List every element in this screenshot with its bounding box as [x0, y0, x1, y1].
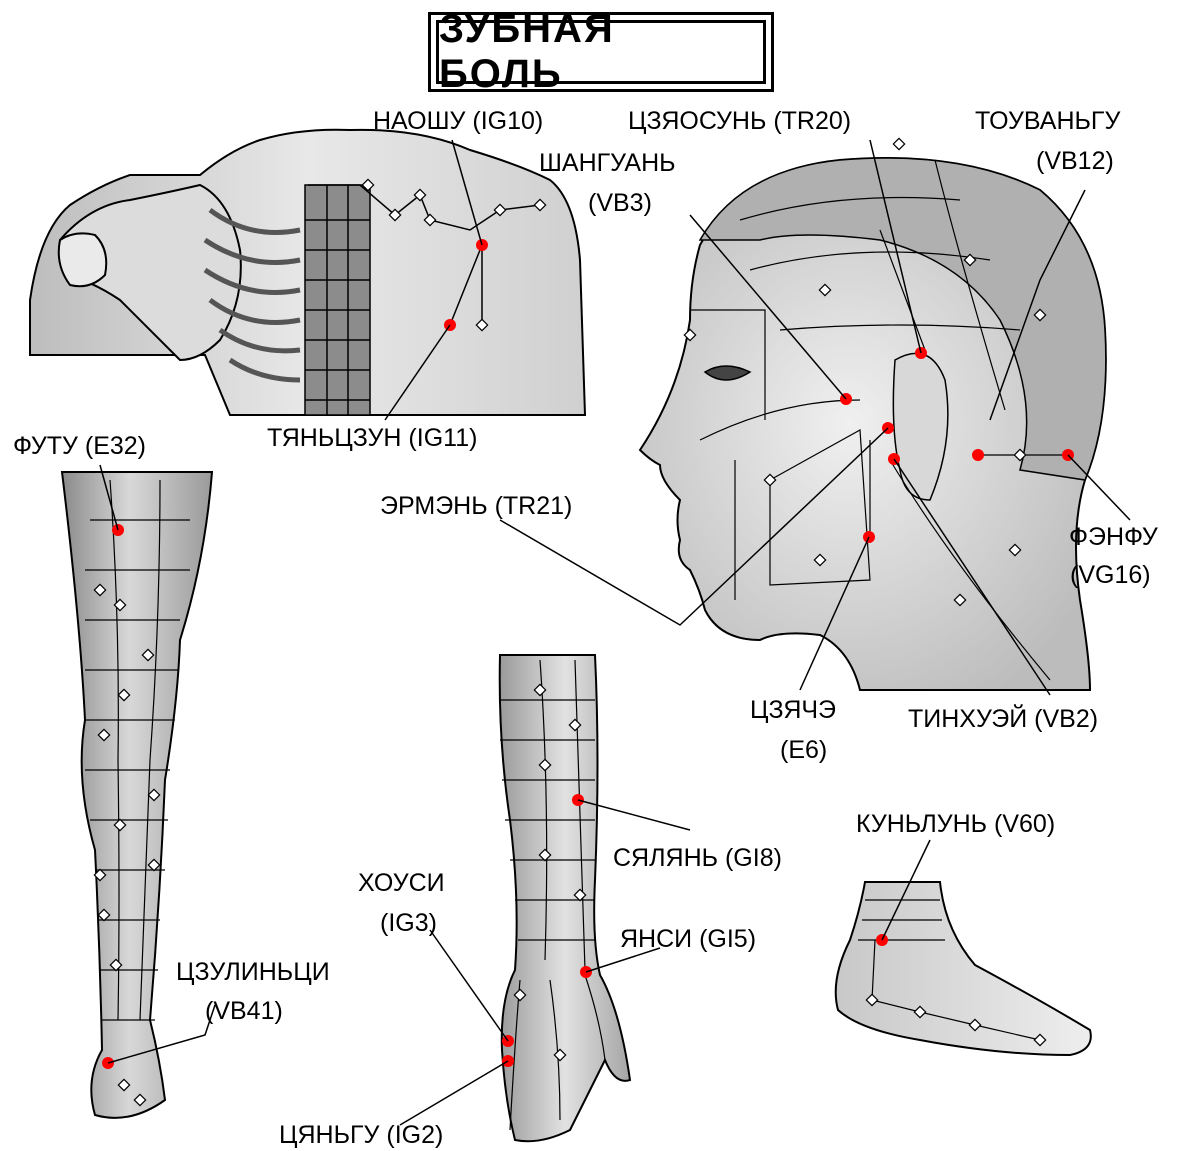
label-tsyangu: ЦЯНЬГУ (IG2)	[279, 1120, 443, 1150]
head-figure	[640, 138, 1106, 690]
label-shanguan-code: (VB3)	[588, 188, 652, 218]
label-fenfu-code: (VG16)	[1070, 560, 1151, 590]
spine-grid	[305, 185, 370, 415]
label-tszulintsi-code: (VB41)	[205, 996, 283, 1026]
tsyangu-leader	[400, 1061, 508, 1125]
title-inner-frame: ЗУБНАЯ БОЛЬ	[436, 20, 766, 84]
label-kunlun: КУНЬЛУНЬ (V60)	[856, 809, 1055, 839]
title-box: ЗУБНАЯ БОЛЬ	[428, 12, 774, 92]
housi-leader	[430, 930, 508, 1041]
touvangu-point	[972, 449, 984, 461]
label-shanguan: ШАНГУАНЬ	[539, 148, 676, 178]
label-fenfu: ФЭНФУ	[1069, 522, 1158, 552]
label-tszyache: ЦЗЯЧЭ	[750, 695, 836, 725]
leg-figure	[62, 472, 212, 1118]
label-futu: ФУТУ (E32)	[13, 431, 146, 461]
label-housi: ХОУСИ	[358, 868, 445, 898]
back-shoulder-figure	[30, 130, 585, 415]
label-naoshu: НАОШУ (IG10)	[373, 106, 543, 136]
label-housi-code: (IG3)	[380, 908, 437, 938]
humerus-head	[59, 233, 107, 286]
label-tinhuei: ТИНХУЭЙ (VB2)	[908, 704, 1098, 734]
arm-figure	[500, 655, 630, 1141]
page-title: ЗУБНАЯ БОЛЬ	[439, 7, 763, 97]
label-yansi: ЯНСИ (GI5)	[620, 924, 756, 954]
label-syalyan: СЯЛЯНЬ (GI8)	[613, 843, 782, 873]
label-tyantszun: ТЯНЬЦЗУН (IG11)	[267, 423, 477, 453]
label-touvangu: ТОУВАНЬГУ	[975, 106, 1120, 136]
label-ermen: ЭРМЭНЬ (TR21)	[380, 491, 572, 521]
label-tszulintsi: ЦЗУЛИНЬЦИ	[176, 957, 330, 987]
label-tszyache-code: (E6)	[780, 735, 827, 765]
foot-figure	[836, 882, 1091, 1055]
label-touvangu-code: (VB12)	[1036, 146, 1114, 176]
label-tszyaosun: ЦЗЯОСУНЬ (TR20)	[628, 106, 851, 136]
leg-outline	[62, 472, 212, 1118]
arm-outline	[500, 655, 630, 1141]
